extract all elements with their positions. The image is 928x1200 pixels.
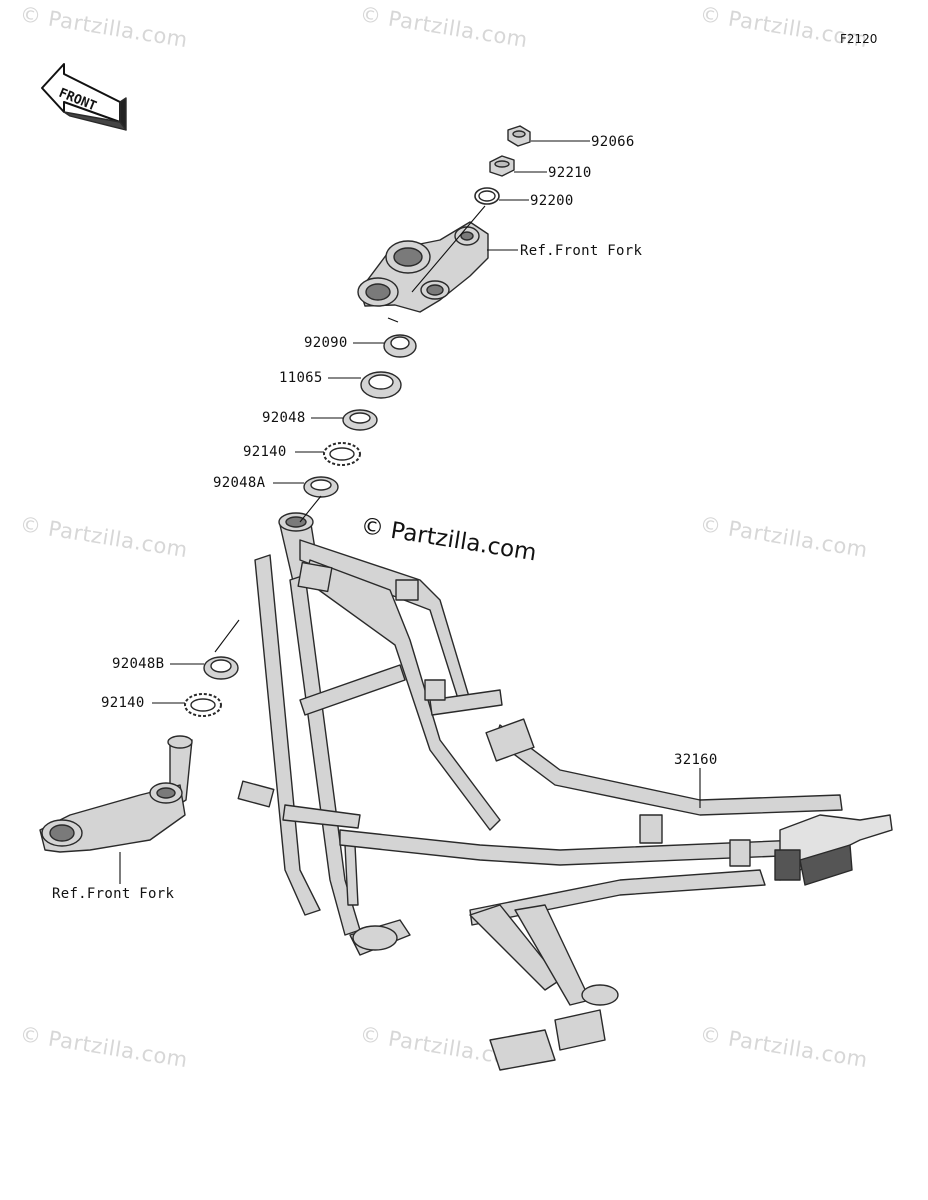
part-11065-label[interactable]: 11065 bbox=[279, 370, 323, 386]
lower-triple-clamp bbox=[39, 735, 193, 853]
frame-32160 bbox=[237, 512, 893, 1071]
part-92048B-label[interactable]: 92048B bbox=[112, 656, 165, 672]
front-arrow-icon bbox=[41, 63, 127, 131]
part-32160-label[interactable]: 32160 bbox=[674, 752, 718, 768]
ref-front-fork-lower-label[interactable]: Ref.Front Fork bbox=[52, 886, 175, 902]
part-92048-label[interactable]: 92048 bbox=[262, 410, 306, 426]
bearing-92140-lower bbox=[184, 693, 222, 717]
part-92090-label[interactable]: 92090 bbox=[304, 335, 348, 351]
ref-front-fork-upper-label[interactable]: Ref.Front Fork bbox=[520, 243, 643, 259]
part-92210-label[interactable]: 92210 bbox=[548, 165, 592, 181]
part-92140-label[interactable]: 92140 bbox=[243, 444, 287, 460]
part-92140-lower-label[interactable]: 92140 bbox=[101, 695, 145, 711]
figure-code: F2120 bbox=[840, 32, 878, 46]
upper-triple-clamp bbox=[357, 221, 489, 313]
part-92200-label[interactable]: 92200 bbox=[530, 193, 574, 209]
part-92048A-label[interactable]: 92048A bbox=[213, 475, 266, 491]
bearing-92140 bbox=[323, 442, 361, 466]
part-92066-label[interactable]: 92066 bbox=[591, 134, 635, 150]
